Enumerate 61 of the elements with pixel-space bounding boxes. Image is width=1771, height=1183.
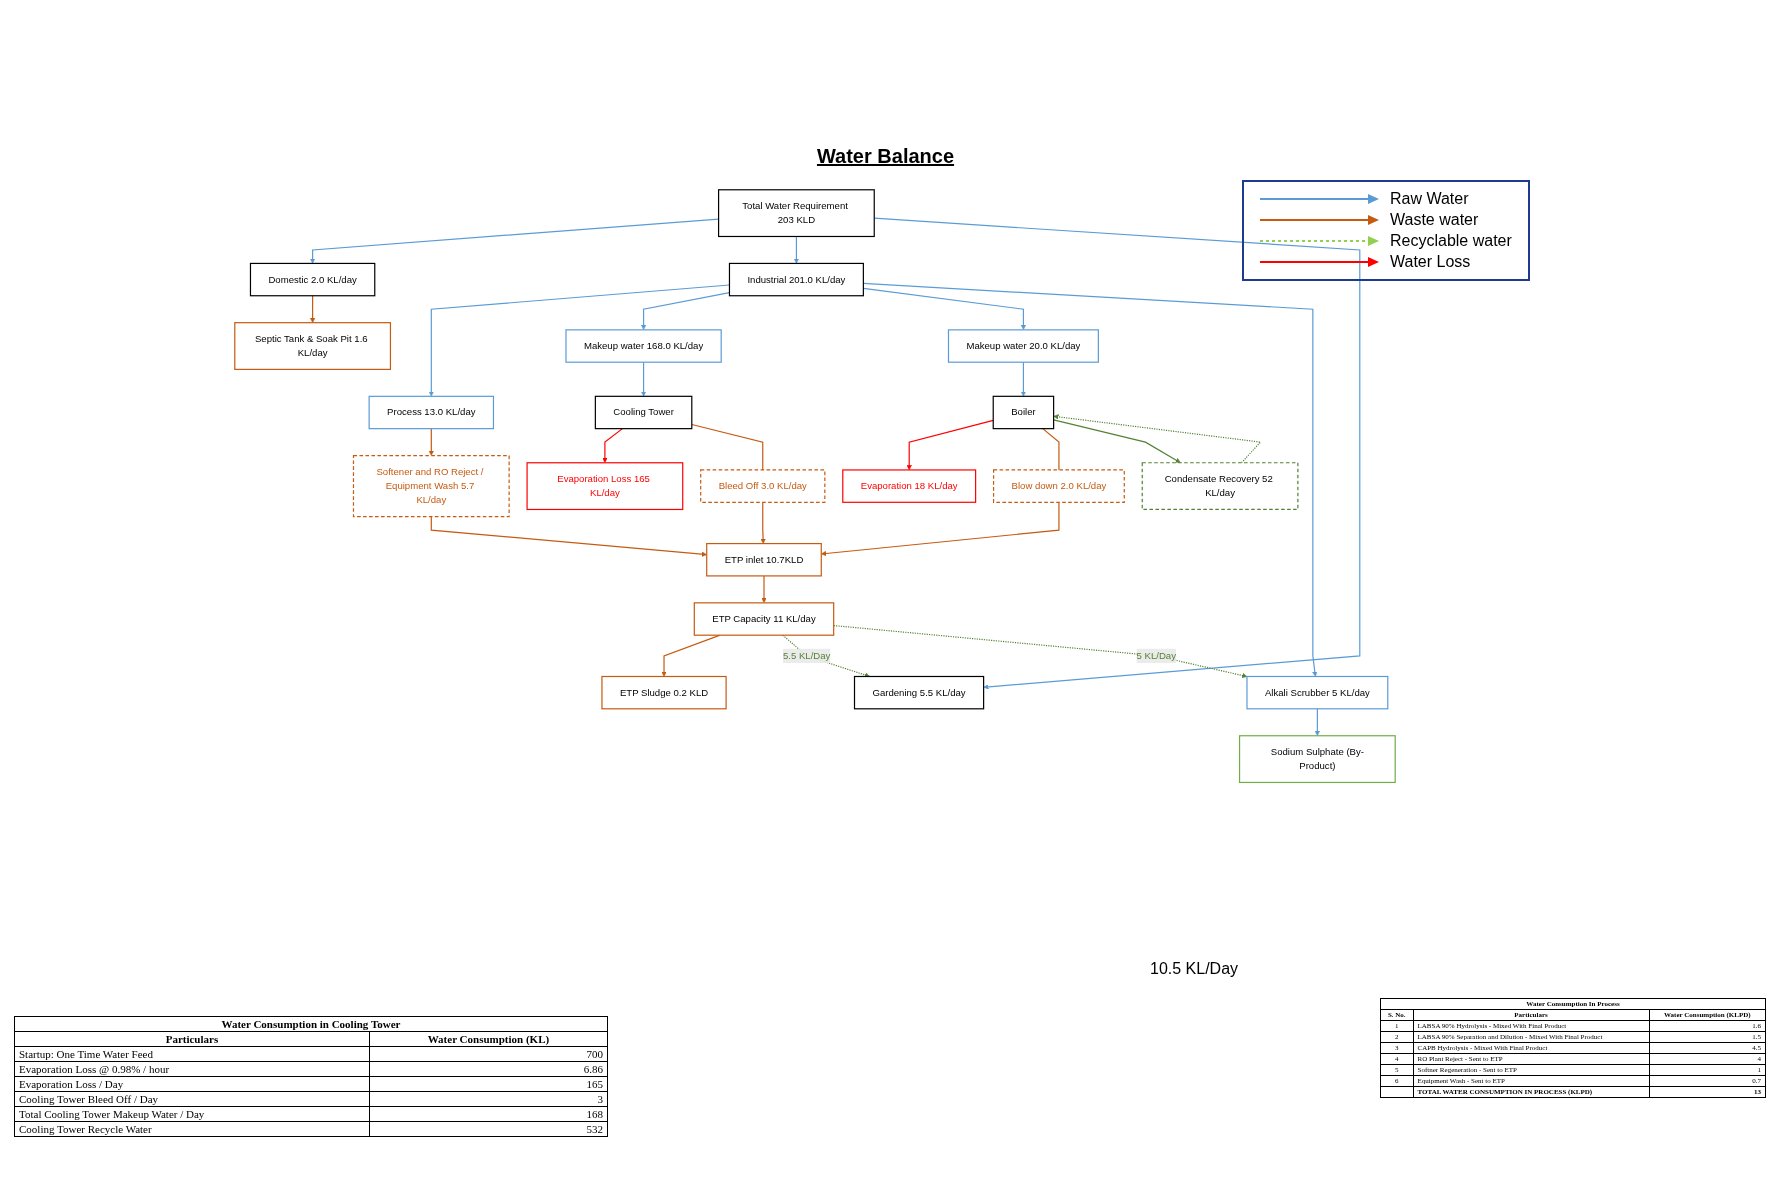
arrow <box>760 501 766 544</box>
edge-label: 5.5 KL/Day <box>783 650 831 661</box>
node-box: Domestic 2.0 KL/day <box>249 262 376 297</box>
flow-label: 10.5 KL/Day <box>1150 960 1239 977</box>
arrow <box>602 428 624 463</box>
node-box: Evaporation 18 KL/day <box>842 469 977 503</box>
row-label: Cooling Tower Bleed Off / Day <box>19 1093 159 1105</box>
node-box: ETP Sludge 0.2 KLD <box>601 675 727 710</box>
edge-label: 5 KL/Day <box>1136 650 1176 661</box>
arrow <box>1053 419 1181 463</box>
arrow <box>793 235 800 264</box>
arrow <box>1020 361 1027 397</box>
value-text: 168 <box>586 1108 603 1120</box>
node-box: Sodium Sulphate (By-Product) <box>1238 735 1396 784</box>
node-box: ETP inlet 10.7KLD <box>706 543 822 577</box>
legend-label: Raw Water <box>1390 190 1469 208</box>
row-label: Evaporation Loss / Day <box>19 1078 124 1090</box>
value-text: 165 <box>586 1078 603 1090</box>
connector <box>1042 428 1060 471</box>
column-header: Particulars <box>165 1033 219 1045</box>
legend-label: Waste water <box>1390 211 1479 229</box>
arrow <box>1314 708 1320 736</box>
connector <box>691 423 764 471</box>
table-title: Water Consumption in Cooling Tower <box>221 1018 401 1030</box>
arrow <box>430 516 707 557</box>
node-box: Industrial 201.0 KL/day <box>728 262 864 297</box>
node-box: Process 13.0 KL/day <box>368 395 495 430</box>
node-box: Gardening 5.5 KL/day <box>853 675 985 710</box>
arrow <box>821 501 1060 557</box>
arrow <box>428 428 434 456</box>
row-label: Cooling Tower Recycle Water <box>19 1123 152 1135</box>
node-box: Septic Tank & Soak Pit 1.6 KL/day <box>234 322 392 370</box>
value-text: 3 <box>597 1093 603 1105</box>
legend-label: Recyclable water <box>1390 232 1512 250</box>
arrow <box>310 295 316 323</box>
node-box: Makeup water 168.0 KL/day <box>565 329 722 363</box>
node-box: Total Water Requirement 203 KLD <box>718 189 875 238</box>
node-box: Cooling Tower <box>594 395 693 430</box>
arrow <box>640 361 647 397</box>
value-text: 700 <box>586 1048 603 1060</box>
node-box: Softener and RO Reject / Equipment Wash 5.7 KL/day <box>352 455 510 518</box>
arrow <box>906 419 994 471</box>
legend-label: Water Loss <box>1390 253 1471 271</box>
column-header: Water Consumption (KL) <box>427 1033 550 1045</box>
arrow <box>1053 414 1262 464</box>
node-box: Makeup water 20.0 KL/day <box>947 329 1099 363</box>
value-text: 532 <box>586 1123 603 1135</box>
arrow <box>761 575 767 604</box>
value-text: 6.86 <box>583 1063 603 1075</box>
node-box: Boiler <box>992 395 1055 430</box>
node-box: Condensate Recovery 52 KL/day <box>1141 462 1299 511</box>
row-label: Total Cooling Tower Makeup Water / Day <box>19 1108 205 1120</box>
node-box: Alkali Scrubber 5 KL/day <box>1246 675 1389 710</box>
arrow <box>833 624 1248 679</box>
node-box: Bleed Off 3.0 KL/day <box>700 469 826 503</box>
diagram-title: Water Balance <box>816 145 955 167</box>
node-box: ETP Capacity 11 KL/day <box>693 602 835 636</box>
row-label: Evaporation Loss @ 0.98% / hour <box>19 1063 170 1075</box>
node-box: Blow down 2.0 KL/day <box>993 469 1125 503</box>
row-label: Startup: One Time Water Feed <box>19 1048 153 1060</box>
node-box: Evaporation Loss 165 KL/day <box>526 462 684 511</box>
